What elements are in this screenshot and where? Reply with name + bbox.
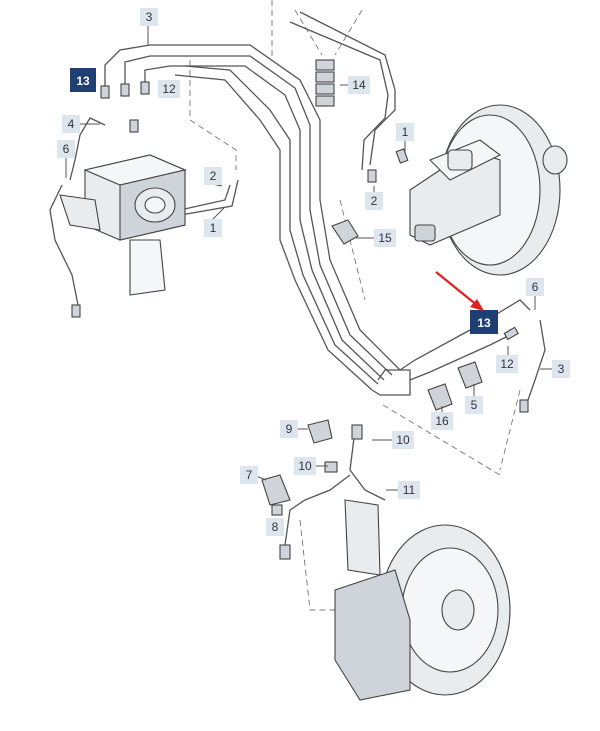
callout-15: 15 [374, 229, 396, 247]
callout-16: 16 [431, 412, 453, 430]
callout-16-label: 16 [435, 414, 449, 428]
callout-11: 11 [398, 481, 420, 499]
abs-unit [59, 154, 187, 296]
callout-2a-label: 2 [210, 169, 217, 183]
callout-14: 14 [348, 76, 370, 94]
callout-5: 5 [465, 396, 483, 414]
callout-15-label: 15 [378, 231, 392, 245]
callout-3b-label: 3 [558, 362, 565, 376]
callout-4: 4 [62, 115, 80, 133]
callout-4-label: 4 [68, 117, 75, 131]
callout-9-label: 9 [286, 422, 293, 436]
clip-16 [427, 383, 453, 411]
callout-6b-label: 6 [532, 280, 539, 294]
holder-9 [307, 419, 333, 444]
callout-2a: 2 [204, 167, 222, 185]
callout-14-label: 14 [352, 78, 366, 92]
callout-13b-label: 13 [477, 316, 491, 330]
holder-7 [261, 474, 291, 506]
brake-hose [279, 424, 386, 560]
callout-10b: 10 [294, 457, 316, 475]
callout-8-label: 8 [272, 520, 279, 534]
callout-3a-label: 3 [146, 10, 153, 24]
callout-13b: 13 [470, 310, 498, 334]
callout-13a: 13 [70, 68, 96, 92]
callout-7-label: 7 [246, 468, 253, 482]
pipe-fittings [71, 81, 529, 413]
callout-1b: 1 [396, 123, 414, 141]
callout-2b: 2 [365, 192, 383, 210]
callout-6b: 6 [526, 278, 544, 296]
callout-1a: 1 [204, 219, 222, 237]
brake-booster [409, 104, 568, 276]
callout-5-label: 5 [471, 398, 478, 412]
callout-9: 9 [280, 420, 298, 438]
callout-1a-label: 1 [210, 221, 217, 235]
callout-13a-label: 13 [76, 74, 90, 88]
callout-10a: 10 [392, 431, 414, 449]
callout-10b-label: 10 [298, 459, 312, 473]
pipe-clip-14 [315, 59, 335, 107]
callout-8: 8 [266, 518, 284, 536]
brake-pipes [49, 11, 546, 401]
callout-1b-label: 1 [402, 125, 409, 139]
callout-12a: 12 [158, 80, 180, 98]
bolt-10b [324, 461, 338, 473]
callout-6a: 6 [57, 140, 75, 158]
callout-12b: 12 [496, 355, 518, 373]
callout-12b-label: 12 [500, 357, 514, 371]
callout-2b-label: 2 [371, 194, 378, 208]
clip-5 [457, 361, 483, 389]
bolt-8 [271, 504, 283, 516]
callout-3a: 3 [140, 8, 158, 26]
callout-10a-label: 10 [396, 433, 410, 447]
callout-6a-label: 6 [63, 142, 70, 156]
callout-3b: 3 [552, 360, 570, 378]
callout-12a-label: 12 [162, 82, 176, 96]
callout-11-label: 11 [403, 483, 416, 497]
dashed-guides [189, 0, 521, 611]
callout-7: 7 [240, 466, 258, 484]
red-arrow-icon [435, 271, 484, 311]
wheel-brake-assembly [334, 499, 511, 701]
bracket-15 [331, 219, 359, 245]
